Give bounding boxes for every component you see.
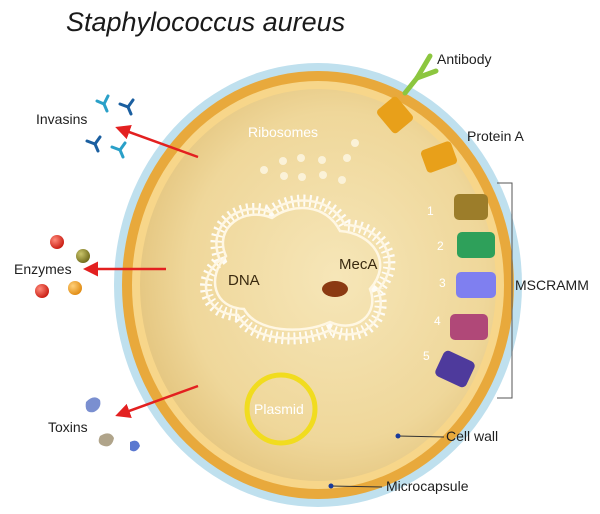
toxins-label: Toxins — [48, 419, 88, 435]
meca-gene — [322, 281, 348, 297]
enzymes-icons — [35, 235, 90, 298]
cell-wall-dot — [395, 433, 401, 439]
mscramm-receptor-5 — [435, 350, 475, 388]
protein-a — [377, 96, 458, 173]
plasmid-label: Plasmid — [254, 401, 304, 417]
mscramm-receptor-1 — [454, 194, 488, 220]
mscramm-receptor-2 — [457, 232, 495, 258]
mscramm-number-2: 2 — [437, 239, 444, 253]
invasins-icons — [85, 94, 135, 159]
mscramm-receptor-4 — [450, 314, 488, 340]
protein-a-label: Protein A — [467, 128, 524, 144]
cell-wall-leader — [397, 435, 445, 438]
mscramm-number-1: 1 — [427, 204, 434, 218]
mscramm-number-3: 3 — [439, 276, 446, 290]
mscramm-receptor-3 — [456, 272, 496, 298]
microcapsule-label: Microcapsule — [386, 478, 469, 494]
plasmid — [244, 372, 318, 446]
dna-label: DNA — [228, 272, 260, 289]
mscramm-number-4: 4 — [434, 314, 441, 328]
microcapsule-leader — [330, 485, 383, 488]
secretion-arrows — [83, 125, 199, 418]
antibody-label: Antibody — [437, 51, 491, 67]
mscramm-number-5: 5 — [423, 349, 430, 363]
dna-strand — [200, 194, 396, 345]
ribosomes-label: Ribosomes — [248, 124, 318, 140]
invasins-label: Invasins — [36, 111, 87, 127]
invasins-arrow — [115, 125, 199, 159]
mscramm-label: MSCRAMM — [515, 277, 589, 293]
toxins-icons — [85, 397, 140, 452]
diagram-title: Staphylococcus aureus — [66, 7, 345, 37]
mscramm-bracket — [497, 182, 513, 399]
mscramm-receptors — [435, 194, 496, 388]
cytoplasm — [140, 89, 496, 481]
cell-wall-label: Cell wall — [446, 428, 498, 444]
ribosomes — [260, 139, 359, 184]
antibody — [402, 53, 439, 96]
toxins-arrow — [115, 384, 199, 418]
microcapsule-dot — [328, 483, 334, 489]
meca-label: MecA — [339, 256, 377, 273]
enzymes-label: Enzymes — [14, 261, 72, 277]
